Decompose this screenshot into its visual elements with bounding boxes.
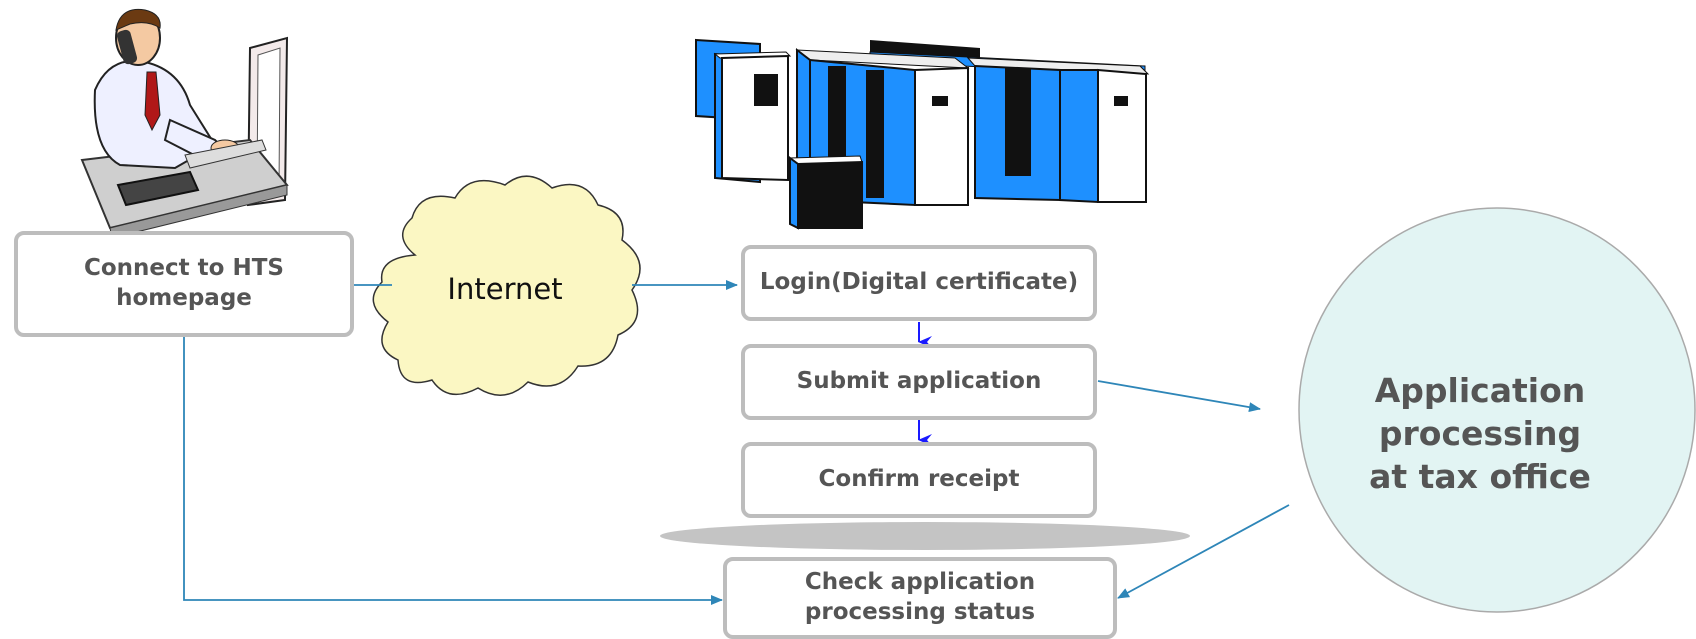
step-check-status: Check application processing status: [723, 557, 1117, 639]
step-confirm-label: Confirm receipt: [818, 466, 1020, 493]
internet-label: Internet: [447, 272, 563, 306]
step-confirm-receipt: Confirm receipt: [741, 442, 1097, 518]
platform-shadow: [660, 522, 1190, 550]
step-connect-homepage: Connect to HTS homepage: [14, 231, 354, 337]
step-login: Login(Digital certificate): [741, 245, 1097, 321]
tax-office-circle: [1298, 207, 1696, 613]
step-submit-label: Submit application: [796, 368, 1042, 395]
step-login-label: Login(Digital certificate): [759, 269, 1079, 296]
step-submit-application: Submit application: [741, 344, 1097, 420]
connector-submit-to-taxoffice: [1097, 380, 1261, 413]
step-check-label: Check application processing status: [804, 569, 1036, 625]
connector-taxoffice-to-check: [1117, 504, 1290, 599]
connector-connect-to-check: [183, 337, 723, 605]
step-connect-label: Connect to HTS homepage: [84, 255, 284, 311]
person-at-computer-icon: [80, 8, 289, 239]
tax-office-label: Application processing at tax office: [1369, 371, 1591, 496]
internet-cloud: [372, 175, 641, 396]
server-cluster-icon: [695, 38, 1150, 230]
